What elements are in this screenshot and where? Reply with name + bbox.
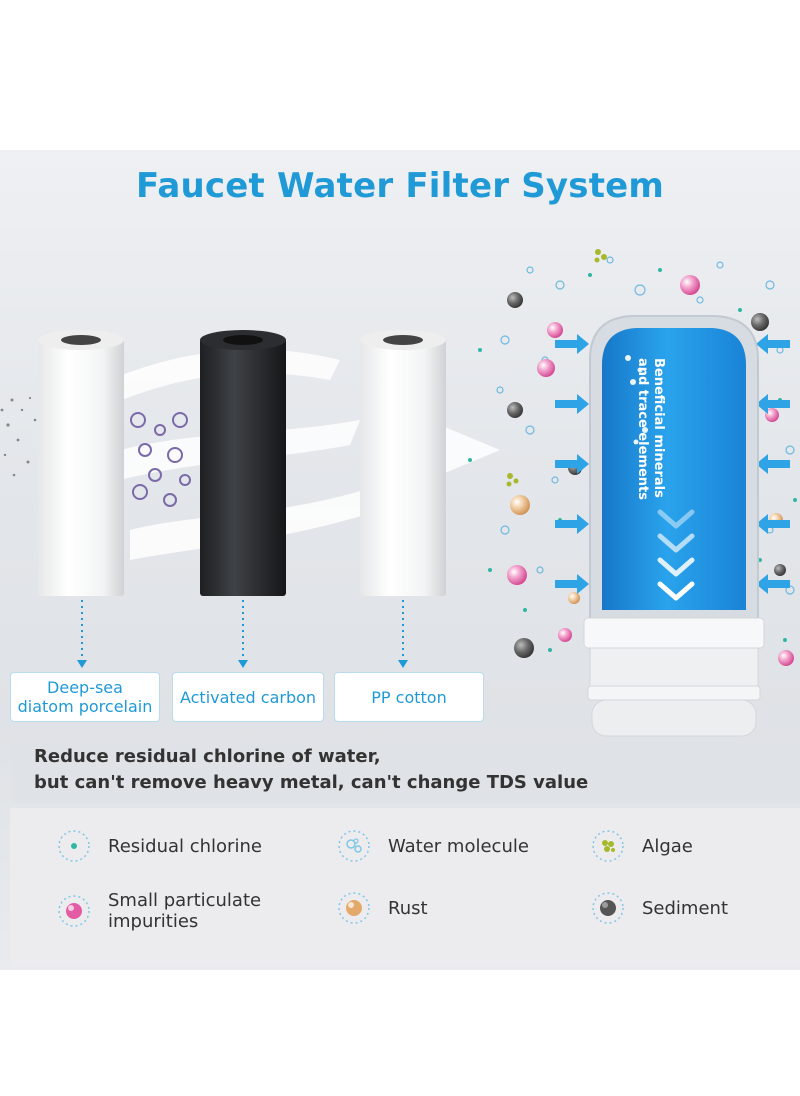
water-molecule-icon — [338, 830, 370, 862]
filter-illustration: Beneficial minerals and trace elements — [0, 249, 797, 737]
residual-chlorine-icon — [58, 830, 90, 862]
rust-icon — [338, 892, 370, 924]
label-pp-cotton: PP cotton — [334, 672, 484, 722]
legend-algae: Algae — [590, 828, 693, 864]
inflow-arrows — [555, 334, 790, 594]
legend-rust: Rust — [336, 890, 428, 926]
filter-text: Beneficial minerals and trace elements — [635, 358, 666, 502]
diatom-porcelain-cylinder — [38, 330, 124, 596]
dotted-connectors — [81, 600, 404, 662]
sediment-icon — [592, 892, 624, 924]
page-title: Faucet Water Filter System — [135, 166, 665, 206]
chlorine-note: Reduce residual chlorine of water, but c… — [12, 738, 800, 802]
algae-icon — [592, 830, 624, 862]
legend-residual-chlorine: Residual chlorine — [56, 828, 262, 864]
note-line-2: but can't remove heavy metal, can't chan… — [34, 772, 589, 793]
legend: Residual chlorine Water molecule Algae S… — [10, 808, 800, 966]
legend-water-molecule: Water molecule — [336, 828, 529, 864]
legend-sediment: Sediment — [590, 890, 728, 926]
label-activated-carbon: Activated carbon — [172, 672, 324, 722]
pp-cotton-cylinder — [360, 330, 446, 596]
note-line-1: Reduce residual chlorine of water, — [34, 746, 381, 767]
microbe-icons — [130, 412, 191, 507]
small-particulate-icon — [58, 895, 90, 927]
connector-arrowheads — [77, 660, 408, 668]
filter-cartridge — [583, 315, 765, 737]
algae-clusters — [506, 249, 607, 487]
activated-carbon-cylinder — [200, 330, 286, 596]
